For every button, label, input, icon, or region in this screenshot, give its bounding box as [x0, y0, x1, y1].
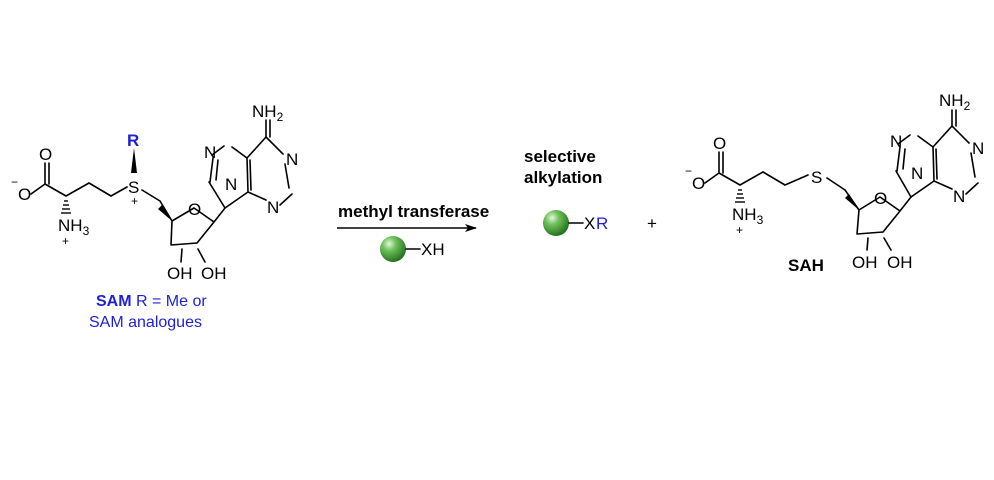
- sam-atom-ring-o: O: [188, 200, 201, 219]
- sam-wedge-r: [131, 148, 137, 173]
- sam-atom-nh3: NH3: [58, 216, 90, 238]
- sam-atom-nh2: NH2: [252, 102, 284, 124]
- sam-charge-minus: −: [11, 175, 18, 189]
- sam-atom-o-top: O: [39, 145, 52, 164]
- sah-atom-oh-left: OH: [852, 253, 878, 272]
- sam-purine-bonds: [208, 119, 293, 209]
- reaction-condition-label: methyl transferase: [338, 202, 489, 221]
- product-sphere: [543, 210, 569, 236]
- sah-atom-o-minus: O: [692, 174, 705, 193]
- sam-atom-n1: N: [286, 150, 298, 169]
- plus-sign: +: [647, 214, 657, 233]
- sah-bond-skeleton: [704, 151, 912, 251]
- product-label-line2: alkylation: [524, 168, 602, 187]
- reaction-arrow-group: methyl transferase XH: [337, 202, 489, 262]
- sah-atom-nh3: NH3: [732, 205, 764, 227]
- sah-atom-oh-right: OH: [887, 253, 913, 272]
- product-label-line1: selective: [524, 147, 596, 166]
- sam-charge-plus-n: +: [62, 234, 69, 248]
- sam-hashed-nh3: [61, 200, 71, 214]
- sah-atom-ring-o: O: [874, 189, 887, 208]
- sah-charge-plus-n: +: [736, 223, 743, 237]
- sah-atom-s: S: [811, 168, 822, 187]
- product-r: R: [596, 214, 608, 233]
- sah-atom-nh2: NH2: [939, 91, 971, 113]
- product-x: X: [584, 214, 595, 233]
- sam-atom-n9: N: [225, 175, 237, 194]
- sah-wedge-c4: [845, 194, 859, 210]
- sah-atom-n9: N: [911, 164, 923, 183]
- sam-caption-rest: R = Me or: [132, 293, 208, 310]
- sam-caption-line1: SAM R = Me or: [96, 293, 207, 310]
- sah-label: SAH: [788, 256, 824, 275]
- sah-hashed-nh3: [735, 189, 745, 203]
- product-group: selective alkylation X R: [524, 147, 608, 236]
- sam-molecule: O O − NH3 + S + R O OH OH NH2 N N N N SA…: [11, 102, 298, 331]
- sam-caption-line2: SAM analogues: [89, 314, 202, 331]
- sah-charge-minus: −: [685, 164, 692, 178]
- reagent-sphere: [380, 236, 406, 262]
- sam-atom-o-minus: O: [18, 185, 31, 204]
- sah-atom-o-top: O: [713, 134, 726, 153]
- sam-charge-plus-s: +: [131, 194, 138, 208]
- sah-atom-n1: N: [972, 139, 984, 158]
- sam-caption-bold: SAM: [96, 293, 132, 310]
- sam-atom-n3: N: [267, 198, 279, 217]
- sam-atom-oh-right: OH: [201, 264, 227, 283]
- sah-atom-n7: N: [890, 132, 902, 151]
- sam-atom-oh-left: OH: [167, 264, 193, 283]
- reagent-xh: XH: [421, 240, 445, 259]
- sam-bond-skeleton: [30, 162, 226, 263]
- sah-purine-bonds: [895, 109, 979, 198]
- sam-atom-s: S: [128, 178, 139, 197]
- sah-atom-n3: N: [953, 187, 965, 206]
- sam-atom-n7: N: [204, 143, 216, 162]
- sam-wedge-c4: [158, 205, 172, 221]
- sah-molecule: O O − NH3 + S O OH OH NH2 N N N N SAH: [685, 91, 984, 275]
- sam-r-group: R: [127, 131, 139, 150]
